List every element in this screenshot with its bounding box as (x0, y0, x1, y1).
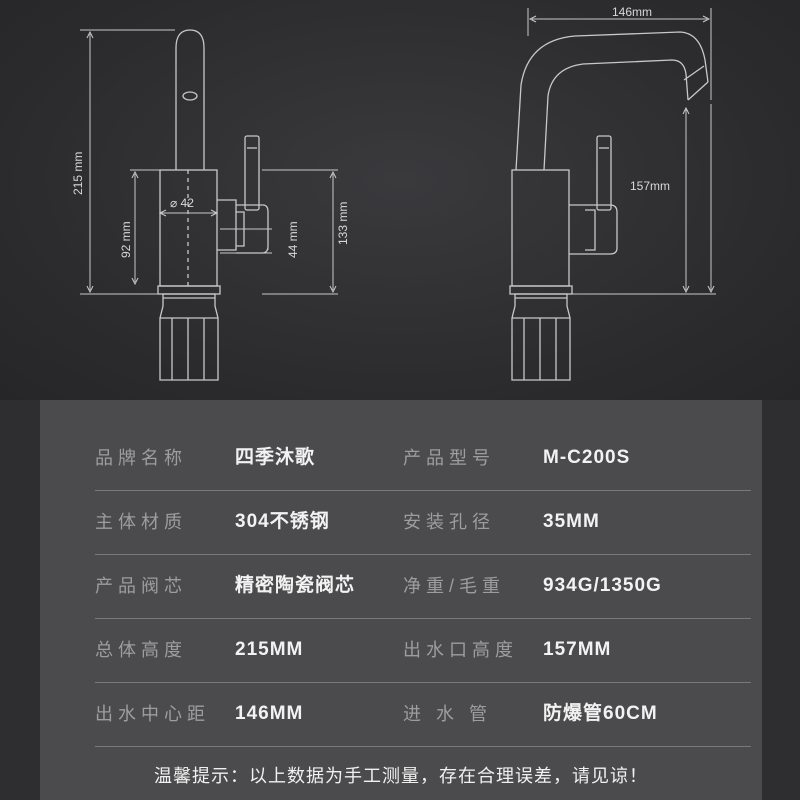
dim-lever-height: 133 mm (336, 202, 350, 245)
faucet-drawings: 146mm 157mm 215 mm 92 mm ⌀ 42 44 mm 133 … (71, 5, 716, 381)
spec-value: 精密陶瓷阀芯 (235, 575, 356, 596)
spec-value: 146MM (235, 703, 304, 724)
dim-diameter: ⌀ 42 (170, 196, 194, 210)
dim-body-height: 92 mm (119, 221, 133, 258)
spec-label: 品牌名称 (95, 448, 187, 468)
spec-label: 安装孔径 (403, 512, 495, 532)
spec-row: 主体材质 304不锈钢 安装孔径 35MM (95, 490, 751, 555)
dim-width-top: 146mm (612, 5, 652, 19)
spec-value: 35MM (543, 511, 600, 532)
spec-label: 产品阀芯 (95, 576, 187, 596)
dim-total-height: 215 mm (71, 152, 85, 195)
side-view-dimension-lines (527, 8, 716, 295)
spec-value: 157MM (543, 639, 612, 660)
spec-row: 品牌名称 四季沐歌 产品型号 M-C200S (95, 426, 751, 491)
measurement-notice: 温馨提示：以上数据为手工测量，存在合理误差，请见谅！ (154, 766, 648, 786)
spec-row: 产品阀芯 精密陶瓷阀芯 净重/毛重 934G/1350G (95, 554, 751, 619)
spec-table: 品牌名称 四季沐歌 产品型号 M-C200S 主体材质 304不锈钢 安装孔径 … (40, 400, 762, 800)
spec-label: 主体材质 (95, 512, 187, 532)
spec-label: 产品型号 (403, 448, 495, 468)
side-view-faucet (509, 31, 709, 381)
front-view-dimension-lines (80, 29, 338, 295)
spec-value: 215MM (235, 639, 304, 660)
dim-handle-height: 44 mm (286, 221, 300, 258)
spec-label: 净重/毛重 (403, 576, 506, 596)
spec-row: 出水中心距 146MM 进 水 管 防爆管60CM (95, 682, 751, 747)
dim-spout-height: 157mm (630, 179, 670, 193)
front-view-faucet (157, 29, 269, 381)
spec-label: 进 水 管 (403, 704, 493, 724)
spec-value: 934G/1350G (543, 575, 662, 596)
spec-value: 防爆管60CM (543, 703, 658, 724)
spec-row: 总体高度 215MM 出水口高度 157MM (95, 618, 751, 683)
spec-value: 304不锈钢 (235, 511, 330, 532)
spec-label: 总体高度 (95, 640, 187, 660)
spec-label: 出水口高度 (403, 640, 518, 660)
faucet-dimension-diagram: 146mm 157mm 215 mm 92 mm ⌀ 42 44 mm 133 … (0, 0, 800, 400)
spec-label: 出水中心距 (95, 704, 210, 724)
spec-value: 四季沐歌 (235, 447, 316, 468)
spec-value: M-C200S (543, 447, 631, 468)
